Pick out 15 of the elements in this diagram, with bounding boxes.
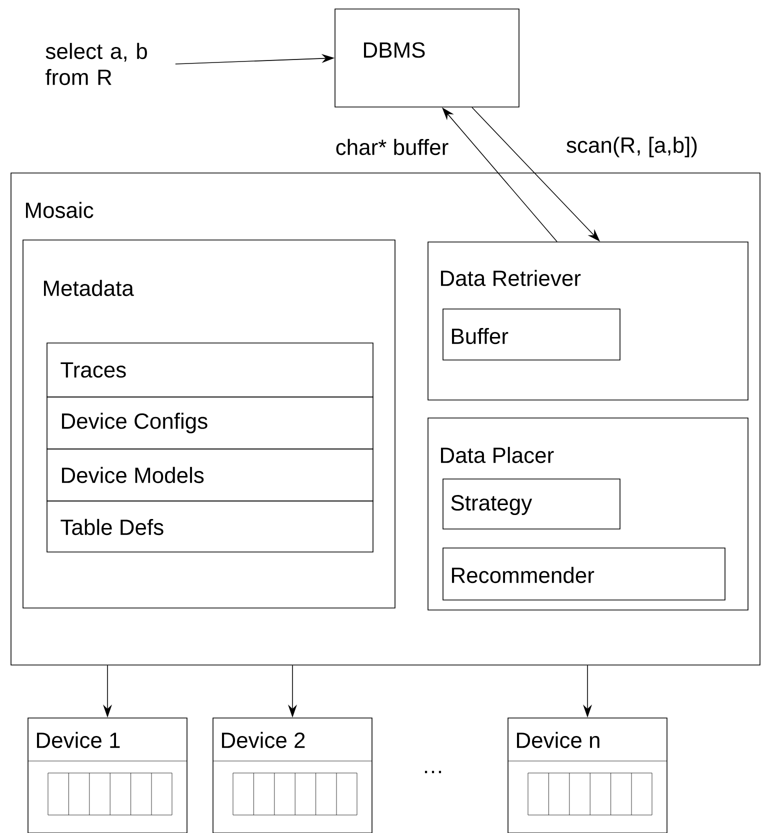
component-box: Strategy: [442, 478, 620, 530]
device-box: Device 2: [212, 718, 372, 833]
component-box: Recommender: [442, 548, 726, 600]
component-box: Buffer: [442, 308, 620, 360]
device-box: Device 1: [28, 718, 188, 833]
dbms-box: DBMS: [334, 8, 520, 108]
table-row: Device Models: [46, 448, 374, 502]
ellipsis-label: …: [424, 770, 442, 774]
edge-label: char* buffer: [333, 136, 451, 158]
table-row: Device Configs: [46, 396, 374, 450]
table-row: Traces: [46, 342, 374, 398]
device-box: Device n: [508, 718, 668, 833]
table-row: Table Defs: [46, 500, 374, 552]
query-text: select a, b from R: [46, 42, 147, 86]
edge-label: scan(R, [a,b]): [564, 134, 700, 160]
